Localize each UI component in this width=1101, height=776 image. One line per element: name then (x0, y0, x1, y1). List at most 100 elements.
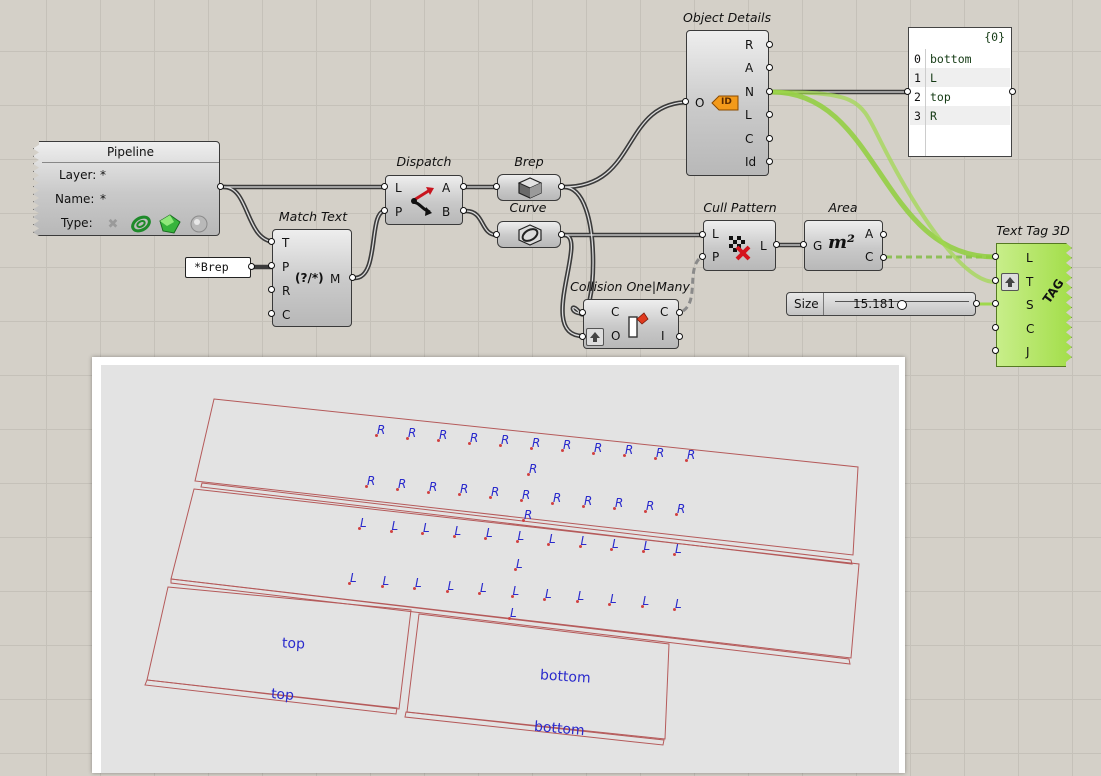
match-text-input-r: R (282, 284, 291, 298)
dispatch-component[interactable]: L P A B (385, 175, 463, 225)
dispatch-port-b[interactable] (460, 207, 467, 214)
id-tag-label: ID (721, 97, 732, 107)
object-details-title: Object Details (682, 10, 772, 25)
cull-pattern-port-out[interactable] (773, 241, 780, 248)
object-details-port-c[interactable] (766, 135, 773, 142)
viewport-letter-tag: L (673, 597, 682, 611)
text-tag-port-j[interactable] (992, 347, 999, 354)
collision-component[interactable]: C O C I (583, 299, 679, 349)
text-tag-port-s[interactable] (992, 300, 999, 307)
object-details-port-a[interactable] (766, 64, 773, 71)
object-details-port-id[interactable] (766, 158, 773, 165)
cull-pattern-component[interactable]: L P L (703, 220, 776, 271)
area-port-g[interactable] (800, 241, 807, 248)
viewport-letter-tag: R (437, 428, 448, 442)
mesh-filter-icon[interactable] (188, 214, 210, 234)
object-details-output-l: L (745, 108, 752, 122)
match-text-port-r[interactable] (268, 286, 275, 293)
viewport-letter-tag: R (654, 445, 665, 460)
list-value: L (925, 68, 937, 87)
viewport-tag-top-2: top (270, 686, 295, 704)
curve-filter-icon[interactable] (130, 214, 152, 234)
viewport-letter-tag: R (365, 474, 376, 488)
brep-param-port-out[interactable] (558, 183, 565, 190)
collision-port-c[interactable] (579, 309, 586, 316)
viewport-letter-tag: R (551, 490, 562, 505)
object-details-component[interactable]: O ID R A N L C Id (686, 30, 769, 176)
viewport-letter-tag: L (640, 594, 650, 609)
graft-icon[interactable] (1001, 273, 1019, 291)
brep-param-component[interactable] (497, 174, 561, 201)
list-index: 3 (914, 108, 921, 123)
name-label: Name: (55, 192, 95, 206)
brep-pattern-panel[interactable]: *Brep (185, 257, 251, 278)
object-details-port-o[interactable] (682, 98, 689, 105)
id-tag-icon (711, 95, 739, 111)
size-slider-divider (823, 293, 824, 315)
viewport-letter-tag: R (623, 443, 634, 457)
collision-port-out-c[interactable] (676, 309, 683, 316)
area-port-a[interactable] (880, 231, 887, 238)
match-text-input-c: C (282, 308, 291, 322)
list-item: 0 bottom (910, 49, 1010, 68)
match-text-port-c[interactable] (268, 310, 275, 317)
text-tag-port-t[interactable] (992, 277, 999, 284)
dispatch-port-a[interactable] (460, 183, 467, 190)
list-panel-port-out[interactable] (1009, 88, 1016, 95)
layer-value[interactable]: * (100, 168, 106, 182)
list-index: 1 (914, 70, 921, 85)
object-details-port-l[interactable] (766, 111, 773, 118)
match-text-component[interactable]: T P R C (?/*) M (272, 229, 352, 327)
match-text-port-t[interactable] (268, 238, 275, 245)
list-item: 2 top (910, 87, 1010, 106)
text-tag-port-l[interactable] (992, 253, 999, 260)
list-value: top (925, 87, 951, 106)
point-filter-icon[interactable]: ✖ (107, 216, 119, 232)
dispatch-port-l[interactable] (381, 183, 388, 190)
text-tag-3d-component[interactable]: L T S C J TAG (996, 243, 1072, 367)
size-slider-grip[interactable] (897, 300, 907, 310)
viewport-letter-tag: L (421, 521, 430, 536)
list-panel-port-in[interactable] (904, 88, 911, 95)
curve-param-port-out[interactable] (558, 231, 565, 238)
cull-pattern-port-l[interactable] (699, 231, 706, 238)
dispatch-icon (408, 184, 440, 218)
collision-port-out-i[interactable] (676, 333, 683, 340)
viewport-letter-tag: L (358, 516, 367, 530)
text-tag-input-t: T (1026, 275, 1034, 289)
viewport-letter-tag: L (348, 571, 357, 585)
tag-icon: TAG (1040, 276, 1067, 307)
cull-pattern-port-p[interactable] (699, 253, 706, 260)
area-input-g: G (813, 239, 823, 253)
name-value[interactable]: * (100, 192, 106, 206)
dispatch-port-p[interactable] (381, 207, 388, 214)
brep-icon (515, 176, 545, 200)
area-component[interactable]: G m² A C (804, 220, 883, 271)
object-details-port-n[interactable] (766, 88, 773, 95)
dispatch-input-l: L (395, 181, 402, 195)
list-panel[interactable]: {0} 0 bottom 1 L 2 top 3 R (908, 27, 1012, 157)
pipeline-output-port[interactable] (217, 183, 224, 190)
area-port-c[interactable] (880, 254, 887, 261)
text-tag-port-c[interactable] (992, 324, 999, 331)
viewport-letter-tag: L (578, 534, 588, 549)
brep-pattern-port[interactable] (248, 263, 255, 270)
curve-param-component[interactable] (497, 221, 561, 248)
pipeline-component[interactable]: Pipeline Layer: * Name: * Type: ✖ (33, 141, 220, 236)
cull-pattern-title: Cull Pattern (703, 200, 777, 215)
viewport-letter-tag: L (389, 518, 399, 533)
curve-param-port-in[interactable] (493, 231, 500, 238)
viewport-letter-tag: R (396, 476, 407, 491)
brep-param-port-in[interactable] (493, 183, 500, 190)
collision-port-o[interactable] (579, 333, 586, 340)
size-slider[interactable]: Size 15.181 (786, 292, 976, 316)
flatten-up-icon[interactable] (586, 328, 604, 346)
object-details-port-r[interactable] (766, 41, 773, 48)
match-text-port-m[interactable] (349, 274, 356, 281)
brep-filter-icon[interactable] (159, 214, 181, 234)
curve-icon (515, 223, 545, 247)
match-text-port-p[interactable] (268, 262, 275, 269)
size-slider-port[interactable] (973, 300, 980, 307)
